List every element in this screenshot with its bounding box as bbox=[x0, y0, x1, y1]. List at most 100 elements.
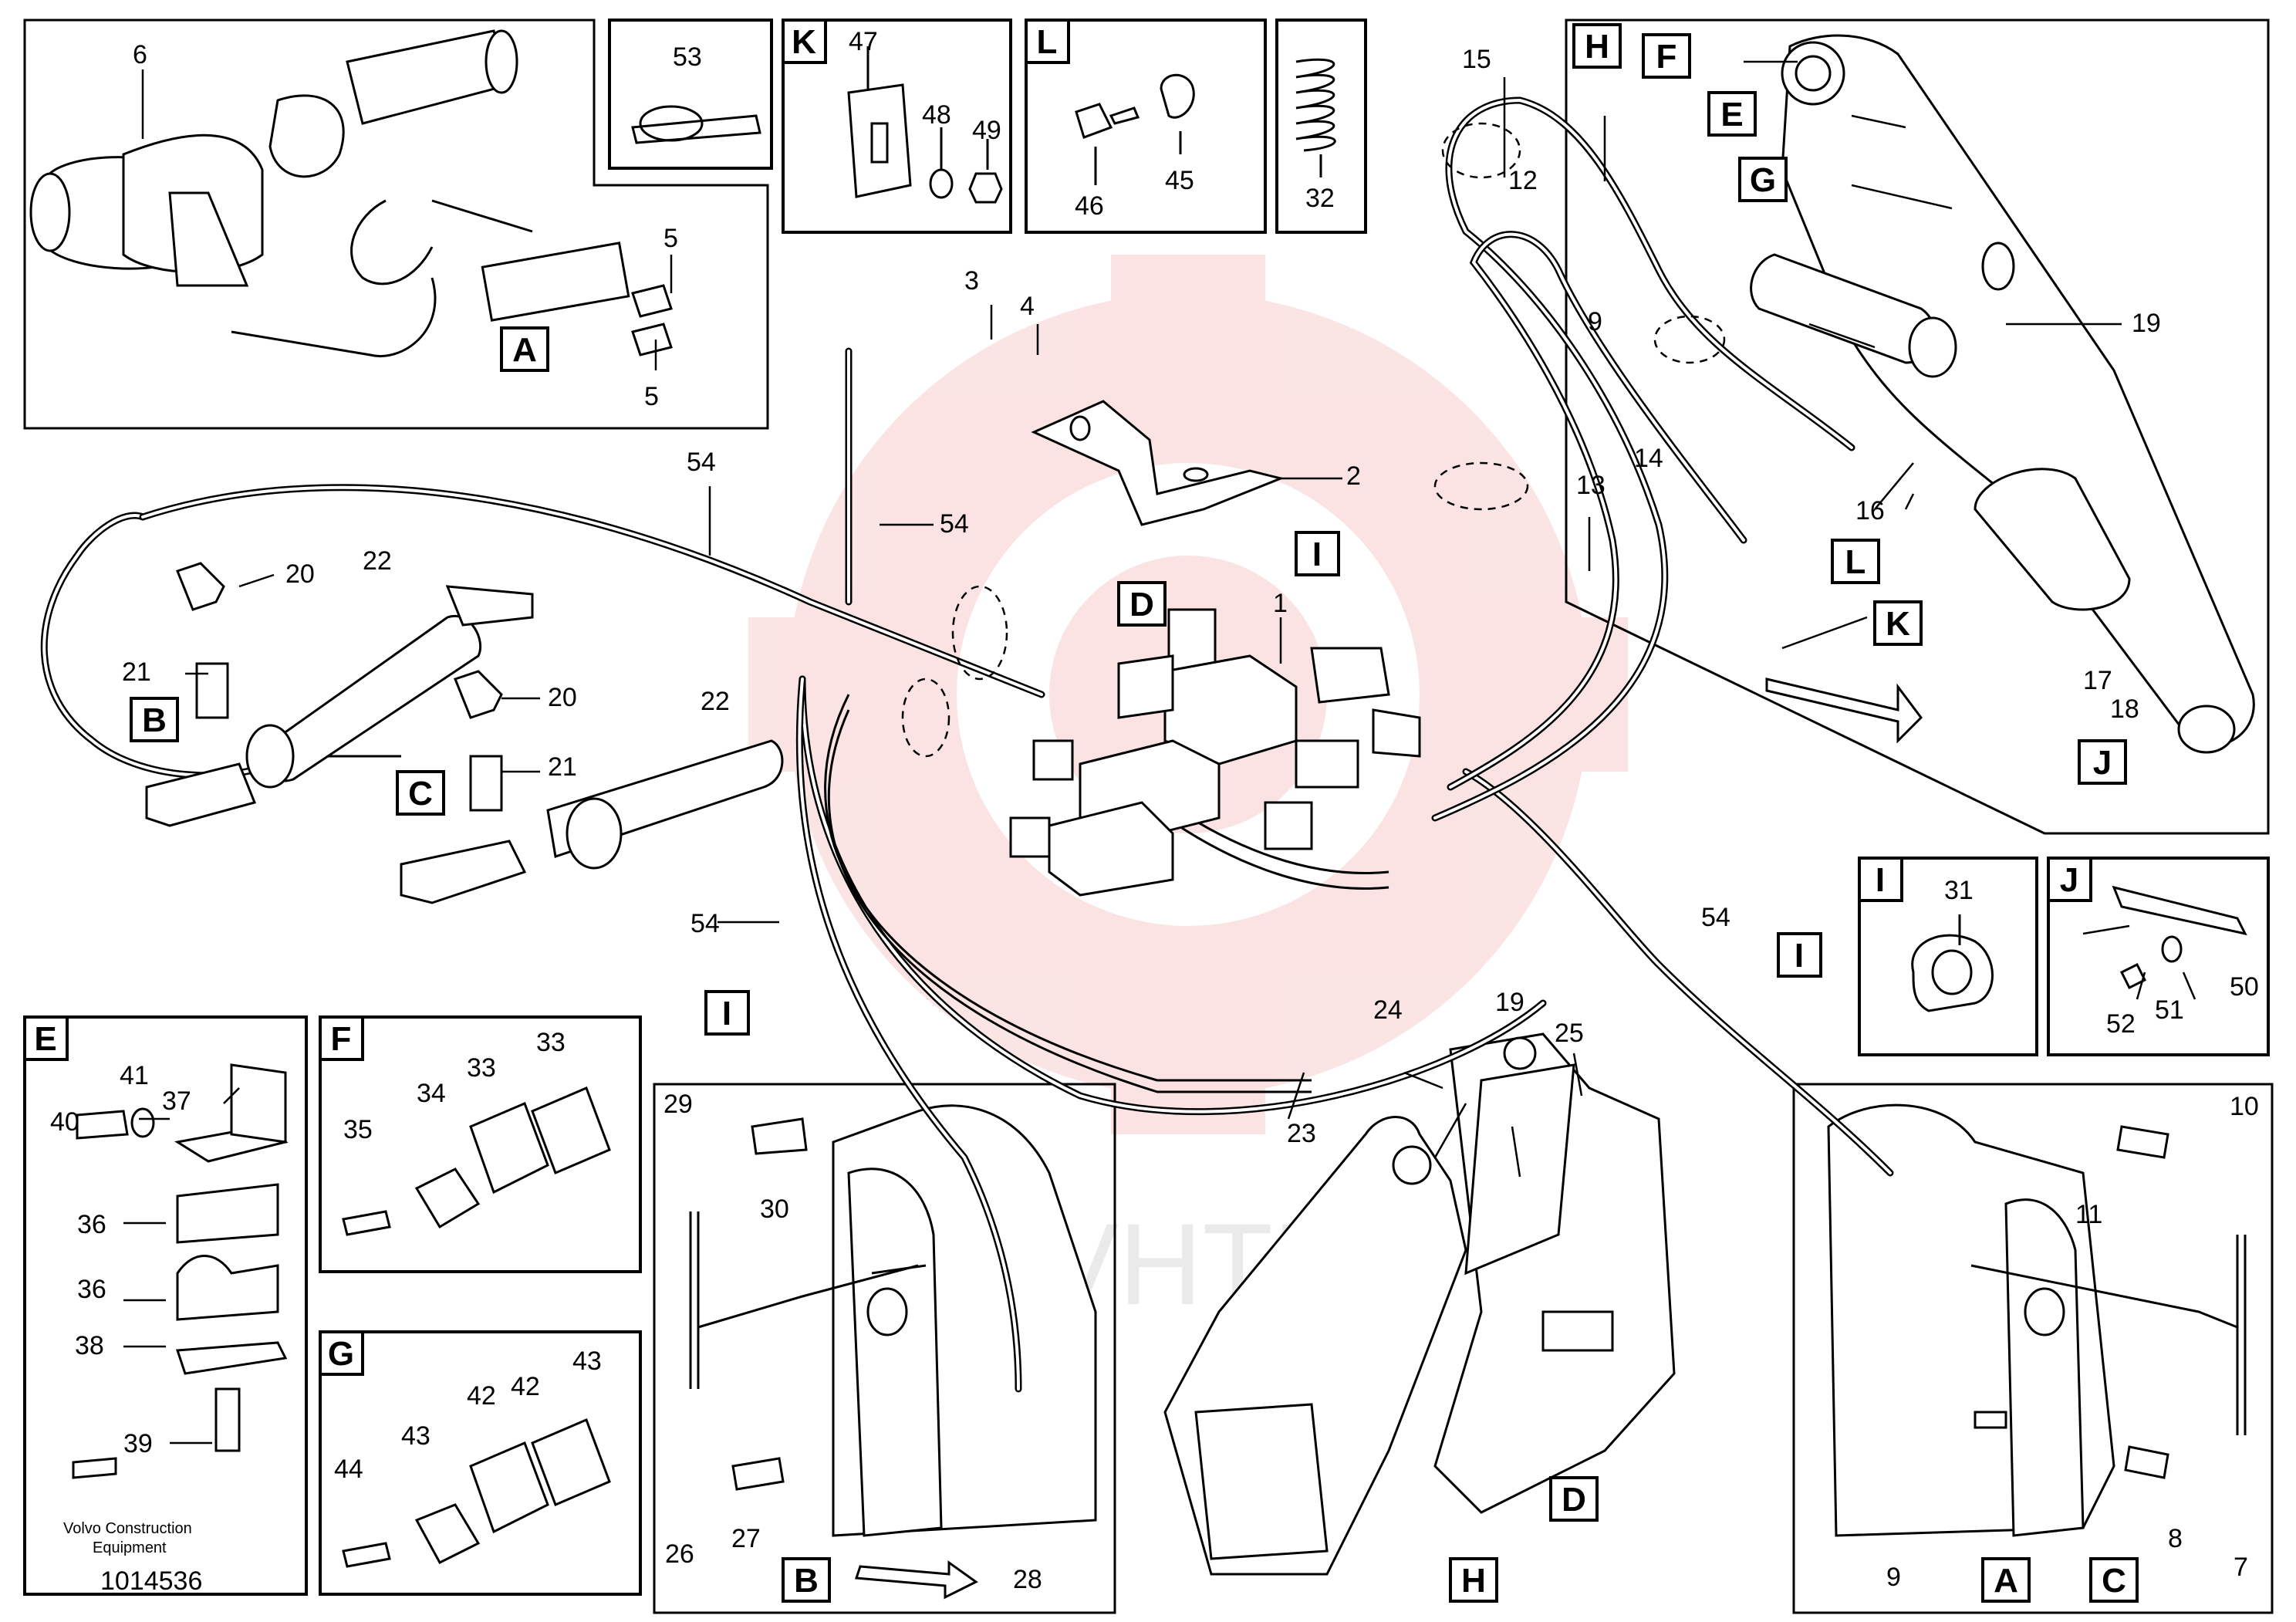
drawing-number: 1014536 bbox=[100, 1566, 203, 1596]
detail-box-i bbox=[1858, 857, 2038, 1056]
part-number-labels: 1 2 3 4 5 5 6 7 8 9 9 10 11 12 13 14 15 … bbox=[50, 27, 2259, 1594]
letter-box-c-bottom: C bbox=[2089, 1557, 2139, 1603]
part-17: 17 bbox=[2083, 666, 2112, 695]
letter-box-b-left: B bbox=[130, 697, 179, 742]
part-27: 27 bbox=[731, 1524, 761, 1553]
part-30: 30 bbox=[760, 1195, 789, 1224]
svg-text:I: I bbox=[1312, 536, 1322, 573]
svg-text:J: J bbox=[2093, 744, 2112, 782]
letter-box-c-left: C bbox=[396, 770, 445, 816]
svg-text:K: K bbox=[792, 23, 816, 61]
svg-text:F: F bbox=[331, 1020, 352, 1058]
part-35: 35 bbox=[343, 1115, 373, 1144]
part-7: 7 bbox=[2234, 1553, 2248, 1582]
part-9b: 9 bbox=[1886, 1563, 1901, 1592]
part-39: 39 bbox=[123, 1429, 153, 1458]
letter-box-d-bottom: D bbox=[1549, 1476, 1599, 1522]
part-31: 31 bbox=[1944, 876, 1974, 905]
svg-text:B: B bbox=[794, 1562, 819, 1600]
svg-text:F: F bbox=[1656, 38, 1677, 76]
part-5a: 5 bbox=[663, 224, 678, 253]
part-50: 50 bbox=[2230, 972, 2259, 1002]
part-42a: 42 bbox=[467, 1381, 496, 1411]
part-22b: 22 bbox=[701, 687, 730, 716]
part-33a: 33 bbox=[467, 1053, 496, 1083]
detail-box-e bbox=[23, 1015, 308, 1596]
part-25: 25 bbox=[1555, 1019, 1584, 1048]
svg-text:L: L bbox=[1037, 23, 1058, 61]
hydraulic-hoses bbox=[40, 96, 1894, 1393]
part-36a: 36 bbox=[77, 1210, 106, 1239]
part-42b: 42 bbox=[511, 1372, 540, 1401]
part-54c: 54 bbox=[690, 909, 720, 938]
part-6: 6 bbox=[133, 40, 147, 69]
letter-box-g-arm: G bbox=[1738, 157, 1788, 202]
svg-text:H: H bbox=[1585, 28, 1609, 66]
svg-text:I: I bbox=[1795, 937, 1804, 975]
letter-box-j-title: J bbox=[2047, 857, 2092, 902]
detail-box-l bbox=[1025, 19, 1267, 234]
part-33b: 33 bbox=[536, 1028, 566, 1057]
part-49: 49 bbox=[972, 116, 1001, 145]
part-23: 23 bbox=[1287, 1119, 1316, 1148]
part-54b: 54 bbox=[940, 509, 969, 539]
part-12: 12 bbox=[1508, 166, 1538, 195]
part-46: 46 bbox=[1075, 191, 1104, 221]
part-44: 44 bbox=[334, 1455, 363, 1484]
svg-text:I: I bbox=[722, 995, 731, 1032]
detail-view-c bbox=[1792, 1083, 2274, 1614]
part-16: 16 bbox=[1855, 496, 1885, 525]
svg-text:C: C bbox=[2102, 1562, 2126, 1600]
letter-box-k-arm: K bbox=[1873, 600, 1923, 646]
letter-box-i-center: I bbox=[1295, 531, 1340, 576]
letter-box-j-arm: J bbox=[2078, 739, 2127, 785]
letter-box-l-arm: L bbox=[1831, 539, 1880, 584]
part-9a: 9 bbox=[1588, 307, 1602, 336]
letter-box-l-title: L bbox=[1025, 19, 1070, 64]
detail-53-cable-tie bbox=[608, 19, 773, 170]
svg-text:D: D bbox=[1129, 586, 1154, 623]
letter-box-g-title: G bbox=[319, 1330, 364, 1376]
letter-box-a-top: A bbox=[500, 326, 549, 372]
part-34: 34 bbox=[417, 1079, 446, 1108]
detail-box-f bbox=[319, 1015, 642, 1273]
part-20b: 20 bbox=[548, 683, 577, 712]
svg-text:A: A bbox=[512, 331, 537, 369]
part-21a: 21 bbox=[122, 657, 151, 687]
part-45: 45 bbox=[1165, 166, 1194, 195]
part-32: 32 bbox=[1305, 184, 1335, 213]
letter-box-b-bottom: B bbox=[782, 1557, 831, 1603]
detail-box-j bbox=[2047, 857, 2270, 1056]
part-11: 11 bbox=[2075, 1200, 2102, 1229]
part-24: 24 bbox=[1373, 995, 1403, 1025]
letter-box-i-right: I bbox=[1777, 932, 1822, 978]
part-26: 26 bbox=[665, 1539, 694, 1569]
part-28: 28 bbox=[1013, 1565, 1042, 1594]
part-19b: 19 bbox=[1495, 988, 1524, 1017]
cylinders-22 bbox=[145, 562, 784, 904]
part-43a: 43 bbox=[401, 1421, 430, 1451]
letter-box-i-title: I bbox=[1858, 857, 1903, 902]
svg-text:G: G bbox=[1750, 161, 1776, 199]
letter-box-e-title: E bbox=[23, 1015, 69, 1061]
part-54a: 54 bbox=[687, 448, 716, 477]
letter-box-f-title: F bbox=[319, 1015, 364, 1061]
part-10: 10 bbox=[2230, 1092, 2259, 1121]
part-36b: 36 bbox=[77, 1275, 106, 1304]
detail-view-b bbox=[653, 1083, 1116, 1614]
part-40: 40 bbox=[50, 1107, 79, 1137]
svg-text:B: B bbox=[142, 701, 167, 739]
part-18: 18 bbox=[2110, 694, 2139, 724]
svg-text:C: C bbox=[408, 775, 433, 813]
svg-text:E: E bbox=[1720, 96, 1743, 133]
part-13: 13 bbox=[1576, 471, 1606, 500]
part-21b: 21 bbox=[548, 752, 577, 782]
part-8: 8 bbox=[2168, 1524, 2183, 1553]
detail-box-h bbox=[1565, 19, 2270, 835]
valve-block bbox=[1009, 400, 1421, 897]
letter-box-h-bottom: H bbox=[1449, 1557, 1498, 1603]
letter-box-i-left: I bbox=[704, 990, 750, 1036]
part-20a: 20 bbox=[285, 559, 315, 589]
letter-box-h-frame: H bbox=[1572, 23, 1622, 69]
part-54d: 54 bbox=[1701, 903, 1730, 932]
